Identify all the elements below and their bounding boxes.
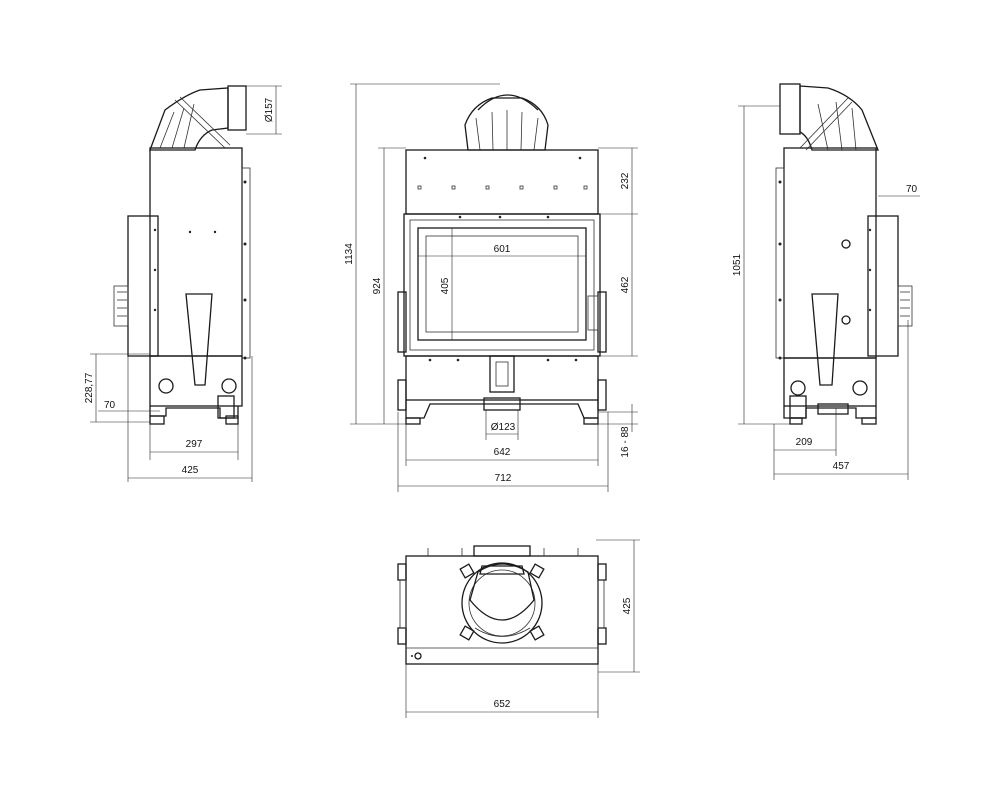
dim-label-right-70: 70 (906, 184, 918, 195)
dim-front-outlet: Ø123 (485, 410, 519, 440)
dim-front-924: 924 (372, 147, 406, 424)
dim-label-924: 924 (372, 277, 383, 294)
dim-left-425: 425 (127, 356, 253, 482)
dim-label-652: 652 (494, 699, 511, 710)
top-view: 425 652 (397, 539, 640, 718)
dim-label-232: 232 (620, 172, 631, 189)
dim-right-1051: 1051 (732, 105, 790, 425)
dim-label-flue-diameter: Ø157 (264, 97, 275, 122)
right-flue-elbow (779, 83, 879, 151)
right-side-view: 1051 70 209 457 (732, 83, 920, 480)
dim-front-462: 462 (600, 214, 638, 357)
dim-label-462: 462 (620, 276, 631, 293)
dim-left-297: 297 (149, 424, 239, 460)
left-flue-elbow (149, 85, 247, 151)
front-base (405, 355, 599, 401)
dim-front-feet: 16 - 88 (598, 404, 638, 458)
front-glass-window (417, 227, 587, 341)
dim-top-652: 652 (405, 664, 599, 718)
dim-label-457: 457 (833, 461, 850, 472)
front-view: 601 405 1134 924 (344, 83, 638, 492)
left-body (149, 147, 243, 357)
front-flue (464, 94, 549, 151)
dim-label-16-88: 16 - 88 (620, 426, 631, 458)
dim-front-642: 642 (405, 424, 599, 466)
dim-right-209: 209 (773, 408, 837, 456)
dim-left-flue: Ø157 (246, 85, 282, 135)
dim-front-1134: 1134 (344, 83, 500, 425)
front-door-frame (403, 213, 601, 357)
dim-label-712: 712 (495, 473, 512, 484)
dim-label-642: 642 (494, 447, 511, 458)
dim-label-1134: 1134 (344, 243, 355, 265)
dim-label-1051: 1051 (732, 253, 743, 276)
dim-front-window-height: 405 (440, 228, 453, 340)
dim-label-209: 209 (796, 437, 813, 448)
front-upper-housing (405, 149, 599, 215)
dim-front-712: 712 (397, 412, 609, 492)
dim-label-70: 70 (104, 400, 116, 411)
dim-label-123: Ø123 (491, 422, 516, 433)
dim-top-425: 425 (596, 539, 640, 673)
left-side-view: Ø157 228,77 70 297 425 (84, 85, 282, 482)
dim-label-228: 228,77 (84, 372, 95, 403)
dim-left-70: 70 (98, 400, 160, 412)
dim-left-228: 228,77 (84, 353, 150, 423)
dim-label-601: 601 (494, 244, 511, 255)
dim-front-window-width: 601 (418, 244, 586, 257)
right-body (783, 147, 877, 359)
dim-right-457: 457 (773, 320, 909, 480)
dim-label-297: 297 (186, 439, 203, 450)
dim-right-70: 70 (878, 184, 920, 197)
top-outlet-ring (459, 562, 545, 644)
dim-label-425: 425 (182, 465, 199, 476)
dim-front-232: 232 (598, 147, 638, 215)
dim-label-405: 405 (440, 277, 451, 294)
dim-label-top-425: 425 (622, 597, 633, 614)
